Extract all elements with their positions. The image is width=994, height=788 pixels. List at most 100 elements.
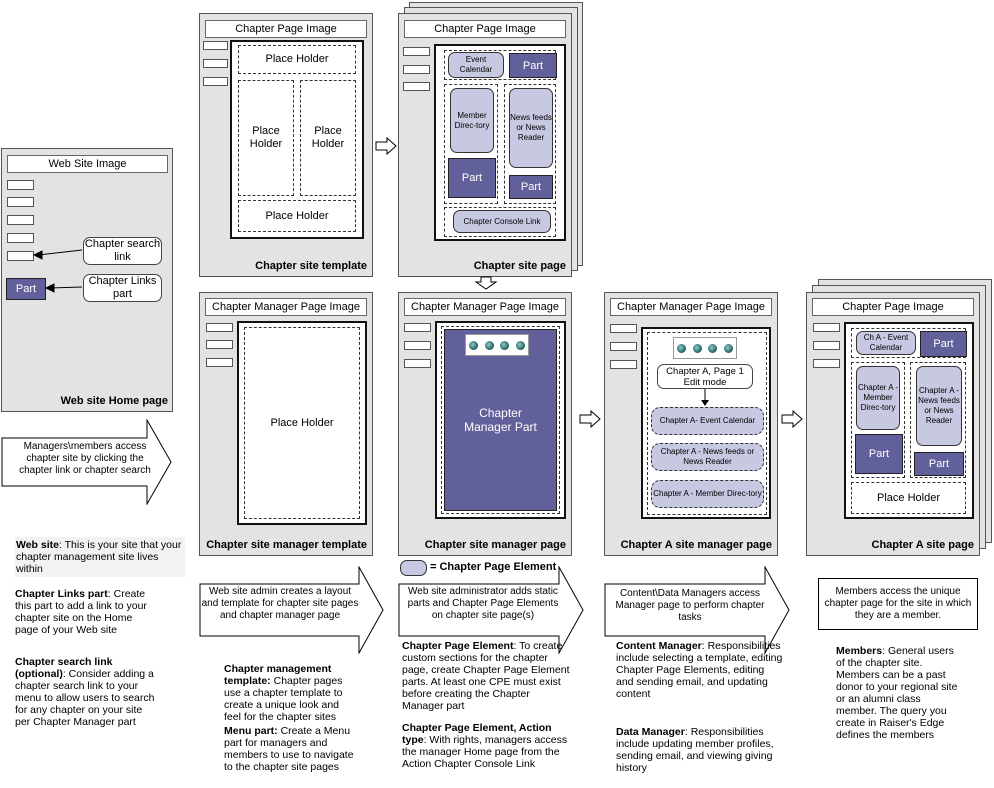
part-right[interactable]: Part xyxy=(509,175,553,199)
members-icon[interactable] xyxy=(723,343,733,353)
step-arrow-3 xyxy=(398,566,584,654)
note-chapter-links-part: Chapter Links part: Create this part to … xyxy=(15,588,155,636)
step-5-text: Members access the unique chapter page f… xyxy=(824,586,972,621)
nav-item[interactable] xyxy=(610,324,637,333)
manager-template-frame: Place Holder xyxy=(237,321,367,525)
note-cpe-action-type-heading: Chapter Page Element, Action type xyxy=(402,722,552,746)
nav-item[interactable] xyxy=(813,341,840,350)
nav-item[interactable] xyxy=(203,41,228,50)
step-4-text: Content\Data Managers access Manager pag… xyxy=(615,588,765,623)
note-members-body: : General users of the chapter site. Mem… xyxy=(836,645,958,741)
nav-item[interactable] xyxy=(404,359,431,368)
nav-item[interactable] xyxy=(7,197,34,207)
nav-item[interactable] xyxy=(404,323,431,332)
note-chapter-links-part-heading: Chapter Links part xyxy=(15,588,108,600)
part-top[interactable]: Part xyxy=(509,53,557,78)
nav-item[interactable] xyxy=(403,47,430,56)
note-content-manager-body: : Responsibilities include selecting a t… xyxy=(616,640,783,700)
part-left[interactable]: Part xyxy=(448,158,496,198)
note-icon[interactable] xyxy=(469,340,479,350)
nav-item[interactable] xyxy=(7,233,34,243)
members-icon[interactable] xyxy=(515,340,525,350)
nav-item[interactable] xyxy=(206,323,233,332)
part-right[interactable]: Part xyxy=(914,452,964,476)
chapter-manager-part[interactable]: Chapter Manager Part xyxy=(444,329,557,511)
a-manager-frame: Chapter A, Page 1 Edit mode Chapter A- E… xyxy=(641,327,771,519)
zone-left xyxy=(444,84,498,204)
note-chapter-search-link-heading: Chapter search link (optional) xyxy=(15,656,113,680)
note-data-manager-body: : Responsibilities include updating memb… xyxy=(616,726,774,774)
hollow-arrow-down-icon xyxy=(474,276,498,290)
note-chapter-page-element: Chapter Page Element: To create custom s… xyxy=(402,640,572,712)
site-page-caption: Chapter site page xyxy=(473,260,566,272)
note-menu-part: Menu part: Create a Menu part for manage… xyxy=(224,725,354,773)
part-left[interactable]: Part xyxy=(855,434,903,474)
nav-item[interactable] xyxy=(610,342,637,351)
note-content-manager: Content Manager: Responsibilities includ… xyxy=(616,640,784,700)
a-event-calendar-element[interactable]: Chapter A- Event Calendar xyxy=(651,407,764,435)
manager-toolbar xyxy=(465,334,529,356)
nav-item[interactable] xyxy=(610,360,637,369)
event-calendar-element[interactable]: Event Calendar xyxy=(448,52,504,78)
step-arrow-2 xyxy=(199,566,384,654)
note-menu-part-body: Create a Menu part for managers and memb… xyxy=(224,725,354,773)
hollow-arrow-icon xyxy=(579,410,601,428)
nav-item[interactable] xyxy=(206,358,233,367)
set-pages-icon[interactable] xyxy=(692,343,702,353)
manager-page-panel: Chapter Manager Page Image Chapter Manag… xyxy=(398,292,572,556)
site-page-title: Chapter Page Image xyxy=(404,20,566,38)
site-template-panel: Chapter Page Image Place Holder Place Ho… xyxy=(199,13,373,277)
news-feeds-element[interactable]: News feeds or News Reader xyxy=(509,88,553,168)
manager-page-caption: Chapter site manager page xyxy=(424,539,566,551)
a-site-page-title: Chapter Page Image xyxy=(812,298,974,316)
nav-item[interactable] xyxy=(203,59,228,68)
a-event-calendar-element[interactable]: Ch A - Event Calendar xyxy=(856,331,916,355)
note-chapter-management-template: Chapter management template: Chapter pag… xyxy=(224,663,354,723)
nav-item[interactable] xyxy=(403,82,430,91)
a-news-feeds-element[interactable]: Chapter A - News feeds or News Reader xyxy=(651,443,764,471)
legend-label: = Chapter Page Element xyxy=(430,561,557,573)
nav-item[interactable] xyxy=(813,323,840,332)
placeholder-bottom: Place Holder xyxy=(238,200,356,232)
note-chapter-page-element-heading: Chapter Page Element xyxy=(402,640,514,652)
nav-item[interactable] xyxy=(7,180,34,190)
chapter-search-link[interactable] xyxy=(7,251,34,261)
callout-chapter-links-part: Chapter Links part xyxy=(83,274,162,302)
nav-item[interactable] xyxy=(7,215,34,225)
set-pages-icon[interactable] xyxy=(484,340,494,350)
template-frame: Place Holder Place Holder Place Holder P… xyxy=(230,40,364,239)
email-icon[interactable] xyxy=(500,340,510,350)
step-arrow-4 xyxy=(604,566,790,654)
nav-item[interactable] xyxy=(206,340,233,349)
note-web-site-body: : This is your site that your chapter ma… xyxy=(16,539,182,575)
a-site-page-caption: Chapter A site page xyxy=(871,539,975,551)
hollow-arrow-icon xyxy=(375,137,397,155)
placeholder-top: Place Holder xyxy=(238,45,356,74)
callout-chapter-search-link: Chapter search link xyxy=(83,237,162,265)
member-directory-element[interactable]: Member Direc-tory xyxy=(450,88,494,153)
step-2-text: Web site admin creates a layout and temp… xyxy=(201,586,359,621)
email-icon[interactable] xyxy=(708,343,718,353)
a-member-directory-element[interactable]: Chapter A - Member Direc-tory xyxy=(856,366,900,430)
chapter-console-link-element[interactable]: Chapter Console Link xyxy=(453,210,551,233)
legend-swatch xyxy=(400,560,427,576)
nav-item[interactable] xyxy=(813,359,840,368)
nav-item[interactable] xyxy=(403,65,430,74)
zone-left xyxy=(851,362,905,478)
note-members-heading: Members xyxy=(836,645,883,657)
note-icon[interactable] xyxy=(677,343,687,353)
a-manager-page-title: Chapter Manager Page Image xyxy=(610,298,772,316)
note-data-manager: Data Manager: Responsibilities include u… xyxy=(616,726,784,774)
part-top[interactable]: Part xyxy=(920,331,967,357)
zone-right xyxy=(504,84,556,204)
a-news-feeds-element[interactable]: Chapter A - News feeds or News Reader xyxy=(916,366,962,446)
a-member-directory-element[interactable]: Chapter A - Member Direc-tory xyxy=(651,480,764,508)
note-menu-part-heading: Menu part: xyxy=(224,725,278,737)
nav-item[interactable] xyxy=(404,341,431,350)
manager-page-frame: Chapter Manager Part xyxy=(435,321,566,519)
step-3-text: Web site administrator adds static parts… xyxy=(407,586,559,621)
nav-item[interactable] xyxy=(203,77,228,86)
chapter-links-part[interactable]: Part xyxy=(6,278,46,300)
manager-page-title: Chapter Manager Page Image xyxy=(404,298,566,316)
edit-mode-label: Chapter A, Page 1 Edit mode xyxy=(657,364,753,389)
